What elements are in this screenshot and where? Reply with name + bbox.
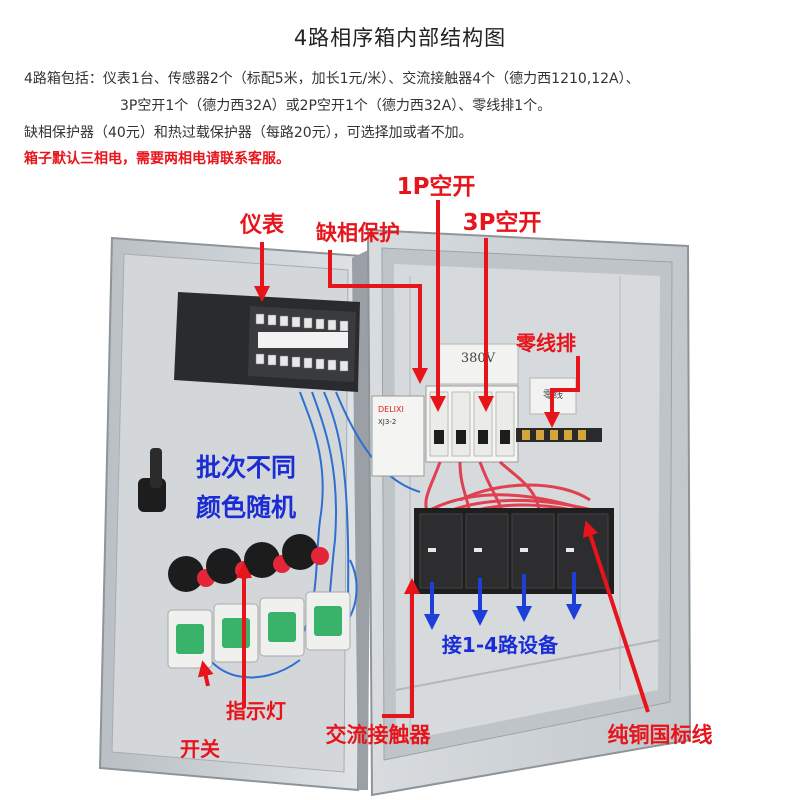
protector-brand-text: DELIXI bbox=[378, 405, 404, 414]
electrical-box-photo: DELIXI XJ3-2 380V 零线 bbox=[98, 173, 713, 797]
label-3p-breaker: 3P空开 bbox=[463, 209, 542, 236]
page-title: 4路相序箱内部结构图 bbox=[293, 26, 507, 50]
label-1p-breaker: 1P空开 bbox=[397, 173, 476, 200]
contactors bbox=[414, 508, 614, 594]
label-connect-devices: 接1-4路设备 bbox=[442, 633, 559, 657]
label-batch-color: 批次不同 bbox=[196, 453, 296, 482]
meter-device bbox=[174, 292, 360, 392]
label-random-color: 颜色随机 bbox=[196, 493, 296, 522]
label-meter: 仪表 bbox=[239, 213, 285, 238]
toggle-switches bbox=[167, 591, 351, 669]
label-contactor: 交流接触器 bbox=[326, 723, 432, 747]
description-line-2: 3P空开1个（德力西32A）或2P空开1个（德力西32A）、零线排1个。 bbox=[120, 98, 552, 114]
description-line-4: 箱子默认三相电，需要两相电请联系客服。 bbox=[24, 151, 290, 167]
label-copper-wire: 纯铜国标线 bbox=[608, 723, 713, 747]
blue-arrows bbox=[424, 572, 582, 630]
phase-loss-protector: DELIXI XJ3-2 bbox=[371, 395, 425, 477]
description-line-3: 缺相保护器（40元）和热过载保护器（每路20元），可选择加或者不加。 bbox=[24, 125, 473, 141]
voltage-text: 380V bbox=[461, 351, 496, 366]
door-lock-handle bbox=[138, 448, 166, 512]
protector-model-text: XJ3-2 bbox=[378, 418, 396, 426]
voltage-plate: 380V bbox=[437, 343, 519, 385]
label-neutral-bar: 零线排 bbox=[515, 331, 576, 355]
label-switch: 开关 bbox=[180, 737, 220, 761]
label-phase-loss-protection: 缺相保护 bbox=[316, 221, 400, 245]
description-line-1: 4路箱包括：仪表1台、传感器2个（标配5米，加长1元/米）、交流接触器4个（德力… bbox=[24, 71, 640, 87]
label-indicator-light: 指示灯 bbox=[226, 699, 286, 723]
red-callout-arrows bbox=[197, 200, 650, 718]
